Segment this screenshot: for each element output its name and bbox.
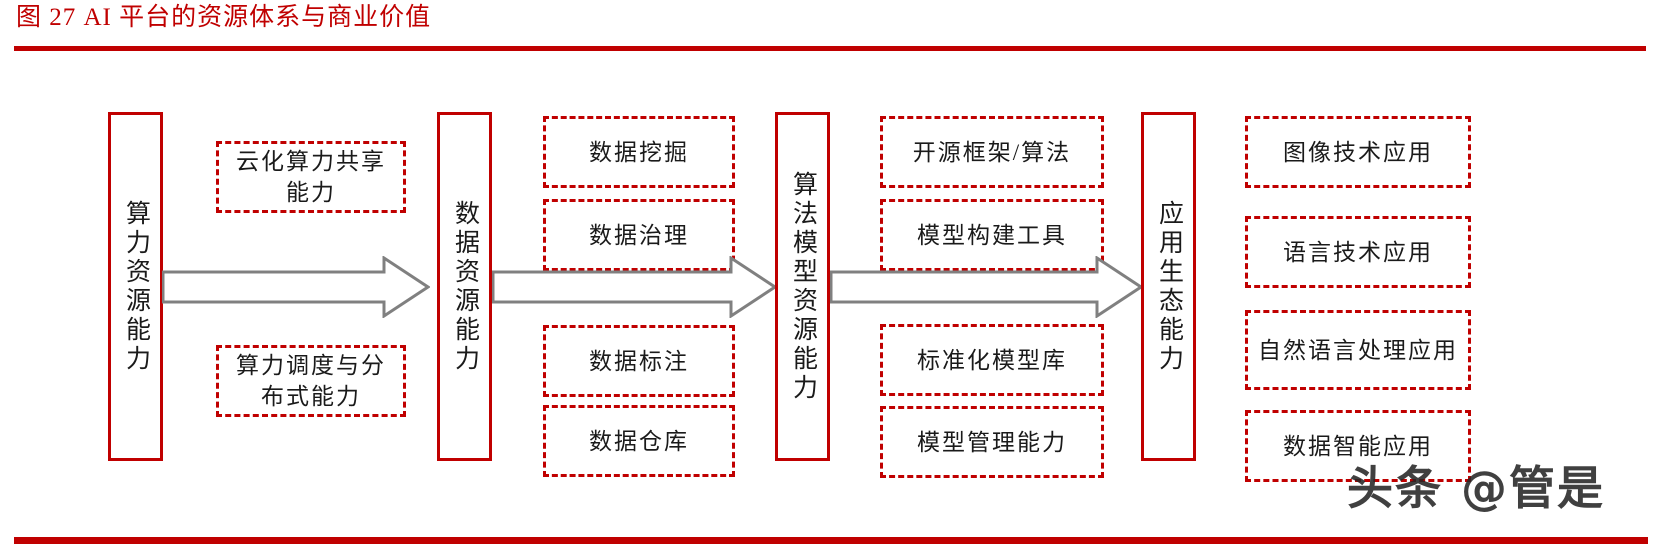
capability-label: 数据智能应用 <box>1283 433 1433 459</box>
capability-box-model-building-tools[interactable]: 模型构建工具 <box>880 199 1104 271</box>
capability-label: 图像技术应用 <box>1283 139 1433 165</box>
pillar-label: 数据资源能力 <box>451 199 479 374</box>
capability-box-standardized-model-library[interactable]: 标准化模型库 <box>880 324 1104 396</box>
capability-label: 语言技术应用 <box>1283 239 1433 265</box>
title-divider-top <box>14 46 1646 51</box>
flow-arrow-1 <box>162 256 430 318</box>
capability-label: 数据仓库 <box>589 428 689 454</box>
capability-box-data-intelligence-application[interactable]: 数据智能应用 <box>1245 410 1471 482</box>
pillar-label: 应用生态能力 <box>1155 199 1183 374</box>
watermark: 头条 @管是 <box>1347 461 1606 515</box>
capability-label: 云化算力共享能力 <box>236 149 386 205</box>
capability-box-data-annotation[interactable]: 数据标注 <box>543 325 735 397</box>
capability-box-compute-scheduling[interactable]: 算力调度与分布式能力 <box>216 345 406 417</box>
capability-box-language-technology-application[interactable]: 语言技术应用 <box>1245 216 1471 288</box>
capability-label: 数据标注 <box>589 348 689 374</box>
capability-box-model-management[interactable]: 模型管理能力 <box>880 406 1104 478</box>
capability-label: 数据治理 <box>589 222 689 248</box>
capability-label: 数据挖掘 <box>589 139 689 165</box>
capability-box-image-technology-application[interactable]: 图像技术应用 <box>1245 116 1471 188</box>
capability-box-open-source-framework[interactable]: 开源框架/算法 <box>880 116 1104 188</box>
capability-label: 标准化模型库 <box>917 347 1067 373</box>
capability-box-data-mining[interactable]: 数据挖掘 <box>543 116 735 188</box>
flow-arrow-2 <box>492 256 777 318</box>
capability-label: 算力调度与分布式能力 <box>236 353 386 409</box>
capability-label: 模型管理能力 <box>917 429 1067 455</box>
figure-title: 图 27 AI 平台的资源体系与商业价值 <box>16 4 432 31</box>
pillar-label: 算力资源能力 <box>122 199 150 374</box>
pillar-application-ecosystem[interactable]: 应用生态能力 <box>1141 112 1196 461</box>
figure-divider-bottom <box>14 537 1648 544</box>
pillar-label: 算法模型资源能力 <box>789 170 817 403</box>
capability-label: 自然语言处理应用 <box>1258 337 1458 363</box>
pillar-data-resource[interactable]: 数据资源能力 <box>437 112 492 461</box>
capability-box-data-warehouse[interactable]: 数据仓库 <box>543 405 735 477</box>
pillar-compute-resource[interactable]: 算力资源能力 <box>108 112 163 461</box>
capability-label: 模型构建工具 <box>917 222 1067 248</box>
pillar-algorithm-model-resource[interactable]: 算法模型资源能力 <box>775 112 830 461</box>
capability-box-cloud-compute-sharing[interactable]: 云化算力共享能力 <box>216 141 406 213</box>
capability-box-nlp-application[interactable]: 自然语言处理应用 <box>1245 310 1471 390</box>
capability-label: 开源框架/算法 <box>912 139 1072 165</box>
flow-arrow-3 <box>830 256 1143 318</box>
capability-box-data-governance[interactable]: 数据治理 <box>543 199 735 271</box>
